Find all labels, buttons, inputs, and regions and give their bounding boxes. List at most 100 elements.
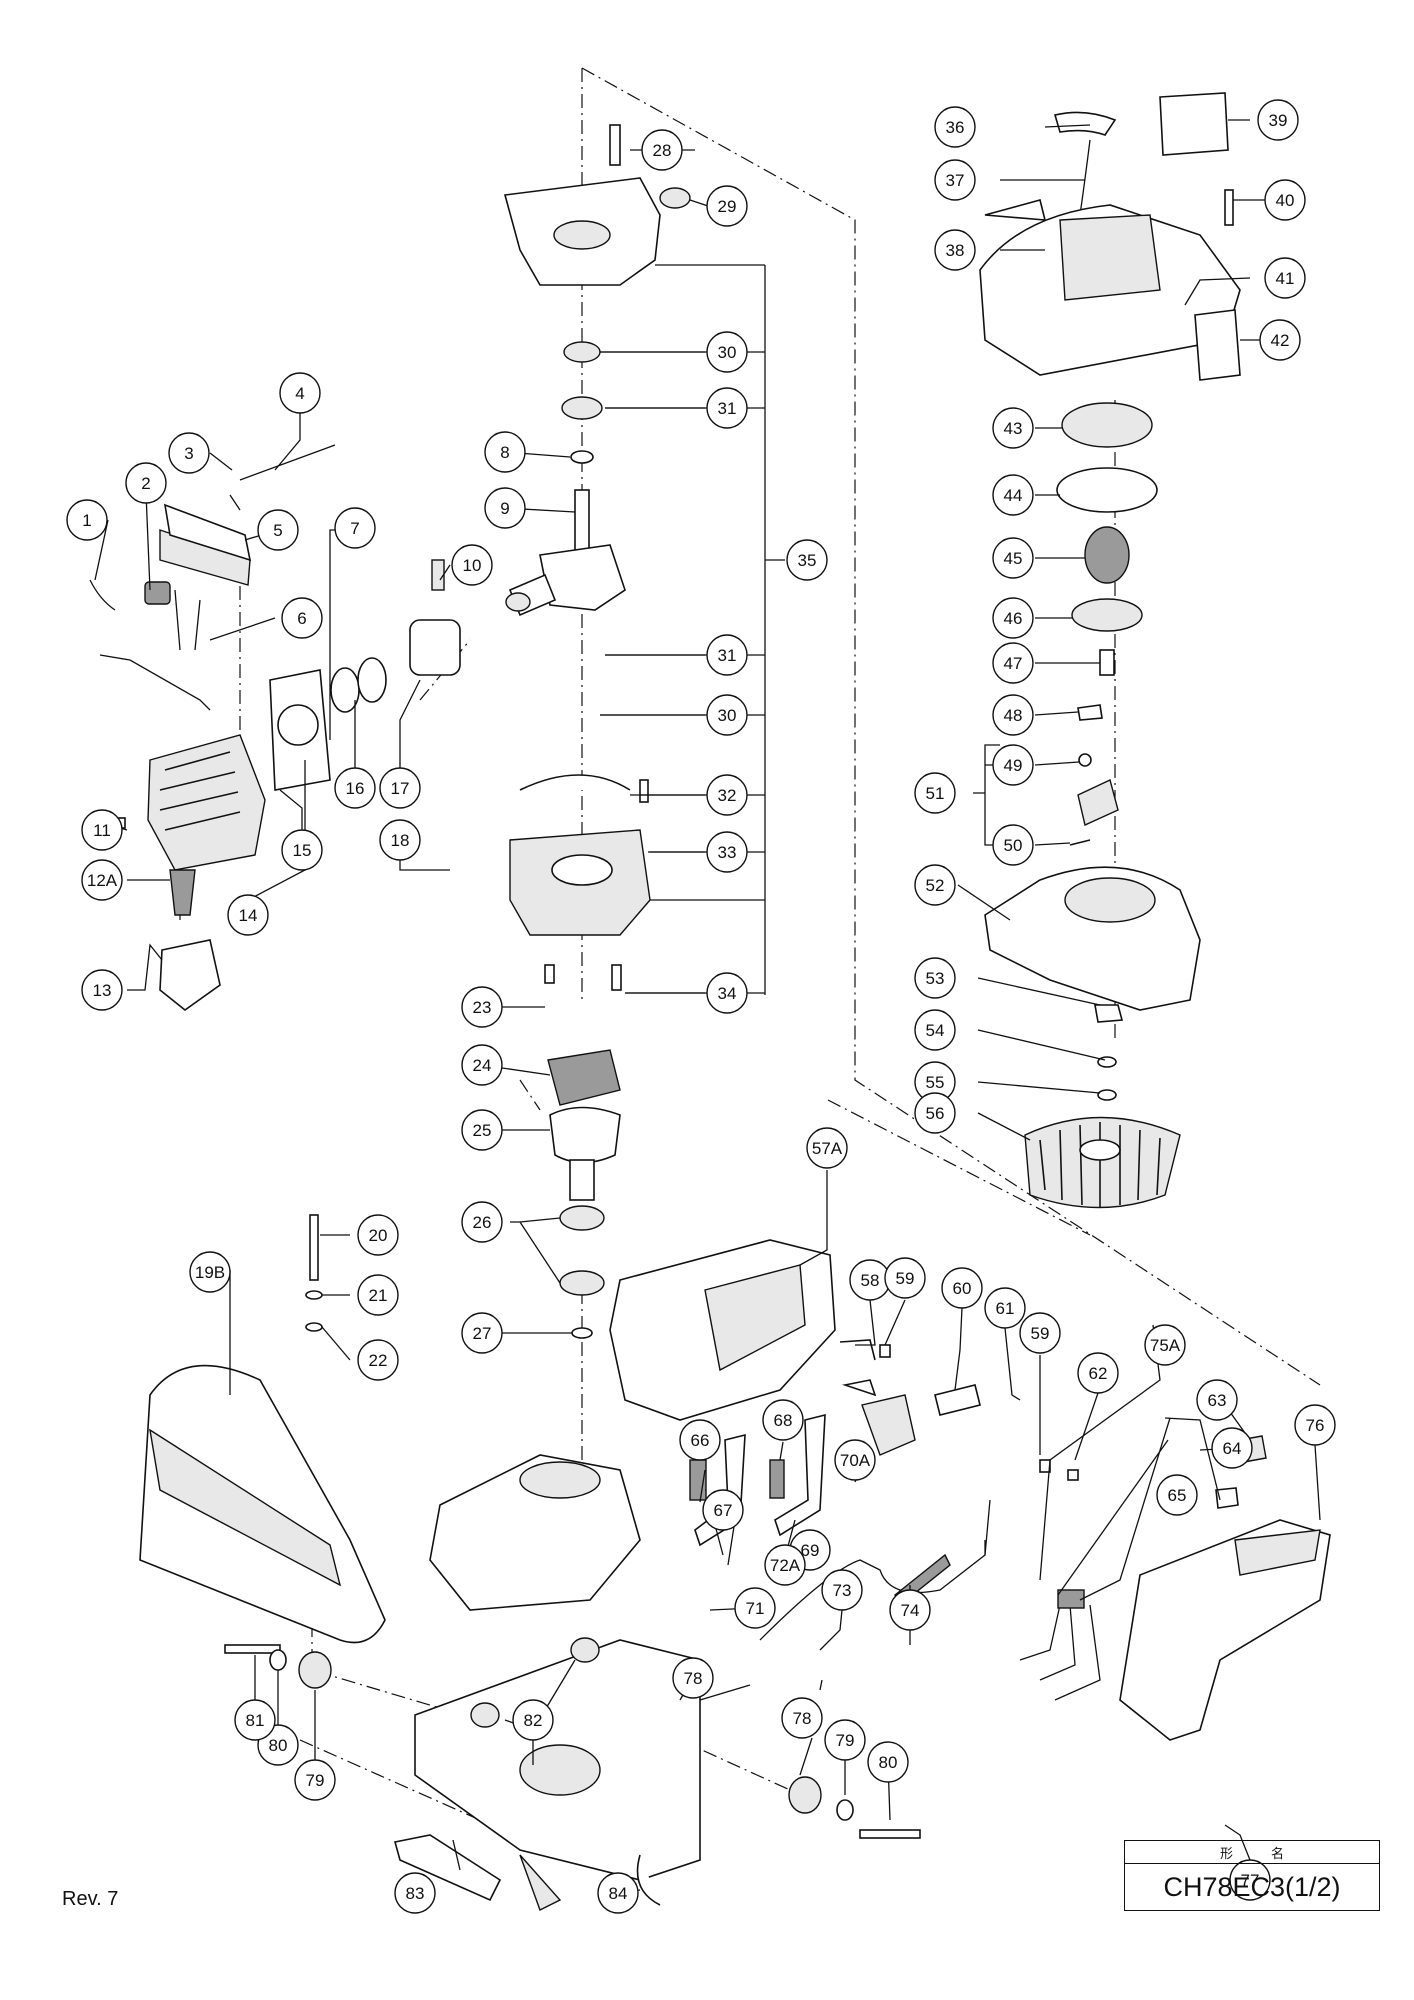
callout-label: 68 — [774, 1411, 793, 1430]
callout-circle — [641, 129, 683, 171]
callout-15: 15 — [281, 829, 323, 871]
callout-78: 78 — [672, 1657, 714, 1699]
callout-56: 56 — [914, 1092, 956, 1134]
callout-34: 34 — [706, 972, 748, 1014]
callout-58: 58 — [849, 1259, 891, 1301]
callout-label: 63 — [1208, 1391, 1227, 1410]
callout-label: 80 — [879, 1753, 898, 1772]
callout-circle — [81, 859, 123, 901]
callout-circle — [168, 432, 210, 474]
callout-circle — [992, 597, 1034, 639]
callout-72A: 72A — [764, 1544, 806, 1586]
callout-circle — [357, 1339, 399, 1381]
callout-label: 75A — [1150, 1336, 1181, 1355]
callout-label: 18 — [391, 831, 410, 850]
callout-label: 28 — [653, 141, 672, 160]
callout-label: 42 — [1271, 331, 1290, 350]
callout-circle — [992, 642, 1034, 684]
callout-61: 61 — [984, 1287, 1026, 1329]
callout-40: 40 — [1264, 179, 1306, 221]
callout-circle — [1264, 257, 1306, 299]
callout-52: 52 — [914, 864, 956, 906]
callout-84: 84 — [597, 1872, 639, 1914]
callout-label: 21 — [369, 1286, 388, 1305]
callout-43: 43 — [992, 407, 1034, 449]
callout-label: 58 — [861, 1271, 880, 1290]
callout-49: 49 — [992, 744, 1034, 786]
callout-circle — [934, 106, 976, 148]
callout-label: 73 — [833, 1581, 852, 1600]
callout-label: 67 — [714, 1501, 733, 1520]
callout-label: 38 — [946, 241, 965, 260]
callout-label: 82 — [524, 1711, 543, 1730]
callout-17: 17 — [379, 767, 421, 809]
callout-circle — [484, 487, 526, 529]
callout-81: 81 — [234, 1699, 276, 1741]
callout-label: 74 — [901, 1601, 920, 1620]
callout-label: 12A — [87, 871, 118, 890]
callout-circle — [257, 509, 299, 551]
callout-26: 26 — [461, 1201, 503, 1243]
callout-label: 23 — [473, 998, 492, 1017]
callout-circle — [379, 819, 421, 861]
callout-label: 1 — [82, 511, 91, 530]
callout-label: 66 — [691, 1431, 710, 1450]
callout-label: 2 — [141, 474, 150, 493]
callout-circle — [512, 1699, 554, 1741]
callout-6: 6 — [281, 597, 323, 639]
callout-label: 36 — [946, 118, 965, 137]
callout-65: 65 — [1156, 1474, 1198, 1516]
callout-label: 10 — [463, 556, 482, 575]
callout-74: 74 — [889, 1589, 931, 1631]
callout-circle — [992, 407, 1034, 449]
callout-label: 32 — [718, 786, 737, 805]
callout-57A: 57A — [806, 1127, 848, 1169]
callout-label: 7 — [350, 519, 359, 538]
callout-label: 9 — [500, 499, 509, 518]
callout-circle — [66, 499, 108, 541]
callout-label: 15 — [293, 841, 312, 860]
callout-76: 76 — [1294, 1404, 1336, 1446]
callout-label: 25 — [473, 1121, 492, 1140]
callout-label: 80 — [269, 1736, 288, 1755]
callout-circle — [281, 829, 323, 871]
callout-circle — [394, 1872, 436, 1914]
title-block-header: 形 名 — [1125, 1841, 1379, 1864]
callout-circle — [1294, 1404, 1336, 1446]
callout-label: 33 — [718, 843, 737, 862]
callout-59: 59 — [884, 1257, 926, 1299]
callout-circle — [672, 1657, 714, 1699]
callout-label: 40 — [1276, 191, 1295, 210]
callout-31: 31 — [706, 634, 748, 676]
callout-label: 22 — [369, 1351, 388, 1370]
callout-label: 59 — [1031, 1324, 1050, 1343]
callout-label: 57A — [812, 1139, 843, 1158]
callout-53: 53 — [914, 957, 956, 999]
callout-label: 16 — [346, 779, 365, 798]
callout-label: 61 — [996, 1299, 1015, 1318]
callout-circle — [189, 1251, 231, 1293]
callout-71: 71 — [734, 1587, 776, 1629]
callout-circle — [461, 986, 503, 1028]
callout-16: 16 — [334, 767, 376, 809]
callout-9: 9 — [484, 487, 526, 529]
callout-label: 56 — [926, 1104, 945, 1123]
callout-circle — [334, 507, 376, 549]
callout-circle — [914, 1009, 956, 1051]
callout-circle — [1196, 1379, 1238, 1421]
callout-48: 48 — [992, 694, 1034, 736]
title-header-char-1: 形 — [1219, 1846, 1233, 1862]
callout-circle — [702, 1489, 744, 1531]
callout-83: 83 — [394, 1872, 436, 1914]
callout-80: 80 — [867, 1741, 909, 1783]
callout-82: 82 — [512, 1699, 554, 1741]
callout-37: 37 — [934, 159, 976, 201]
callout-39: 39 — [1257, 99, 1299, 141]
callout-23: 23 — [461, 986, 503, 1028]
callout-75A: 75A — [1144, 1324, 1186, 1366]
callout-label: 48 — [1004, 706, 1023, 725]
callout-circle — [379, 767, 421, 809]
callout-circle — [1229, 1859, 1271, 1901]
callout-77: 77 — [1229, 1859, 1271, 1901]
callout-27: 27 — [461, 1312, 503, 1354]
